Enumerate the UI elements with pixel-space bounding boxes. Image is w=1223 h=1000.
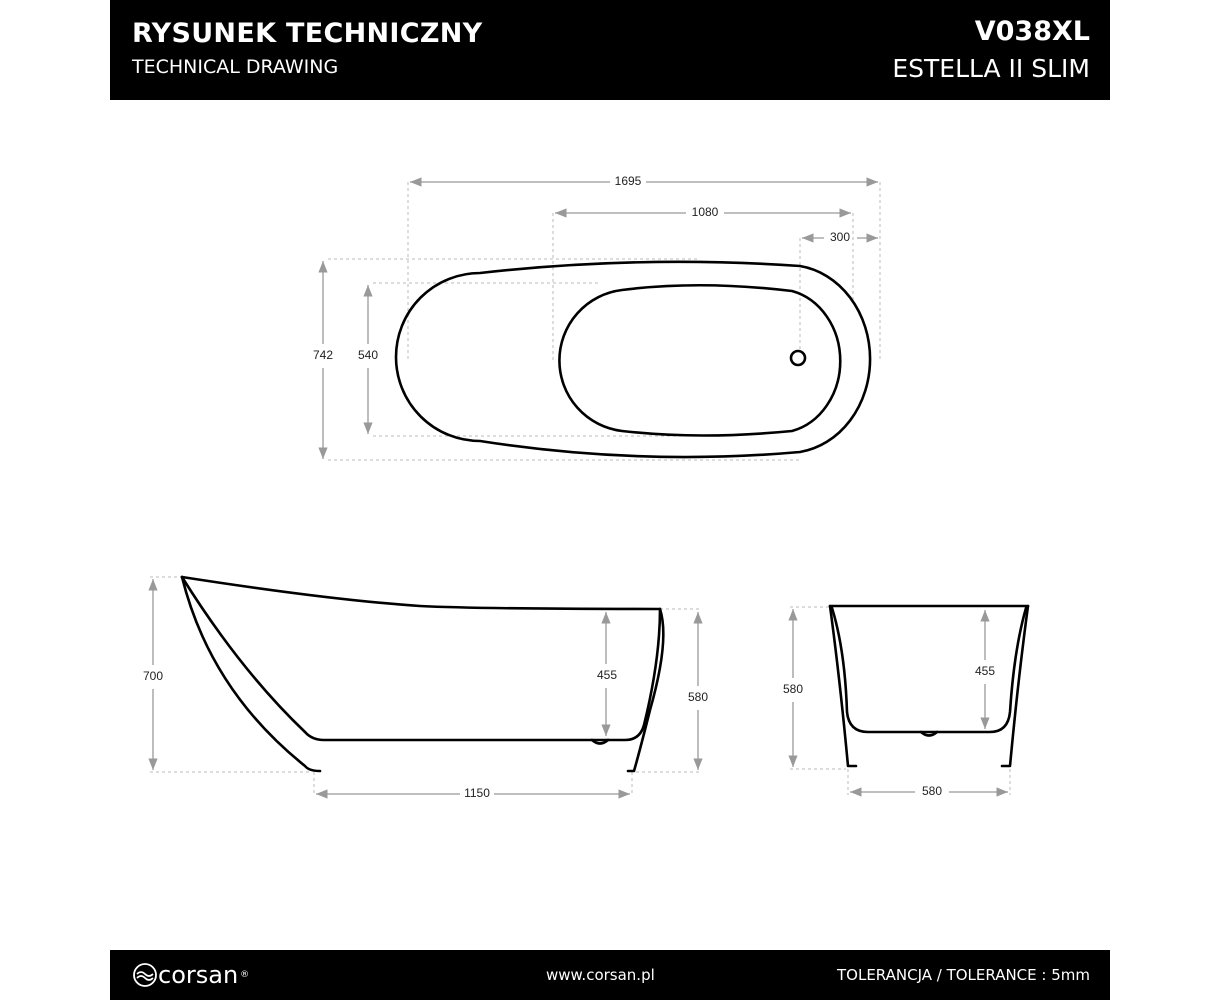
dim-end-inner-depth: 455 (975, 664, 995, 678)
side-inner (180, 575, 662, 742)
side-drain (590, 738, 610, 745)
title-polish: RYSUNEK TECHNICZNY (132, 18, 483, 49)
end-inner (830, 606, 1028, 734)
dim-inner-depth: 455 (597, 668, 617, 682)
end-drain (919, 730, 939, 737)
tolerance-note: TOLERANCJA / TOLERANCE : 5mm (837, 966, 1090, 984)
end-view: 580 455 580 (783, 604, 1030, 798)
model-name: ESTELLA II SLIM (892, 54, 1090, 83)
drain-hole (789, 349, 807, 367)
header-bar: RYSUNEK TECHNICZNY TECHNICAL DRAWING V03… (110, 0, 1110, 100)
dim-end-height: 580 (783, 682, 803, 696)
corsan-logo: corsan® (132, 961, 249, 989)
side-rim (180, 575, 662, 611)
tub-outer-outline (394, 260, 872, 459)
dim-base-width: 580 (922, 784, 942, 798)
registered-mark: ® (240, 970, 250, 980)
dim-drain-offset: 300 (830, 230, 850, 244)
side-view: 700 455 580 1150 (143, 575, 708, 800)
tub-inner-outline (558, 283, 842, 437)
end-outer-right (1000, 604, 1030, 768)
dim-inner-width: 540 (358, 348, 378, 362)
website-link[interactable]: www.corsan.pl (546, 966, 655, 984)
dim-rim-height: 580 (688, 690, 708, 704)
end-outer-left (828, 604, 858, 768)
dim-height: 700 (143, 669, 163, 683)
model-code: V038XL (974, 16, 1090, 47)
dim-inner-length: 1080 (692, 205, 719, 219)
side-outer-left (180, 575, 322, 773)
dim-width: 742 (313, 348, 333, 362)
title-english: TECHNICAL DRAWING (132, 56, 339, 78)
top-view: 1695 1080 300 742 540 (313, 174, 881, 461)
wave-logo-icon (133, 963, 157, 987)
footer-bar: corsan® www.corsan.pl TOLERANCJA / TOLER… (110, 950, 1110, 1000)
dim-base-length: 1150 (464, 786, 490, 800)
side-outer-right (626, 607, 665, 773)
dim-length: 1695 (615, 174, 642, 188)
brand-name: corsan (158, 961, 239, 989)
